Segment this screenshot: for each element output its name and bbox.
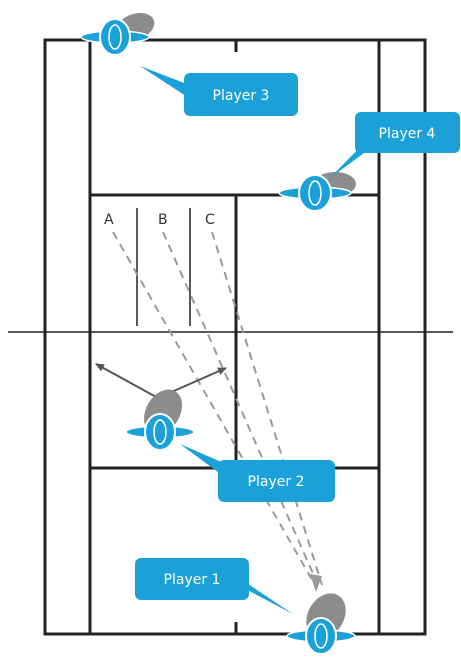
- callout-label: Player 2: [248, 474, 305, 490]
- player-head: [308, 180, 322, 206]
- callout-box: [184, 73, 298, 116]
- lane-letter-c: C: [205, 212, 215, 228]
- callout-pointer: [236, 584, 293, 614]
- callout-label: Player 3: [213, 88, 270, 104]
- callout-pointer: [330, 145, 375, 178]
- shot-path-b: [162, 231, 319, 586]
- callout-player-4: Player 4: [330, 112, 460, 178]
- player-4-figure: [278, 172, 356, 212]
- callout-label: Player 4: [379, 126, 436, 142]
- player-head: [153, 419, 167, 445]
- callout-box: [218, 460, 335, 502]
- callout-pointer: [140, 66, 192, 100]
- player-head: [314, 623, 328, 649]
- callout-player-2: Player 2: [180, 444, 335, 502]
- player-3-figure: [80, 12, 155, 56]
- lane-letter-b: B: [158, 212, 168, 228]
- callout-player-3: Player 3: [140, 66, 298, 116]
- callout-player-1: Player 1: [135, 558, 293, 614]
- shot-path-a: [112, 231, 316, 586]
- callout-label: Player 1: [164, 572, 221, 588]
- shot-paths: [112, 231, 323, 586]
- shot-target-arrowhead: [310, 574, 322, 592]
- player-1-figure: [286, 593, 356, 655]
- player-head: [108, 24, 122, 50]
- callout-box: [135, 558, 249, 600]
- callout-pointer: [180, 444, 226, 478]
- arrow-left: [95, 363, 159, 399]
- shot-path-c: [211, 231, 323, 586]
- callout-box: [355, 112, 460, 153]
- player-2-figure: [125, 389, 195, 451]
- lane-letter-a: A: [104, 212, 114, 228]
